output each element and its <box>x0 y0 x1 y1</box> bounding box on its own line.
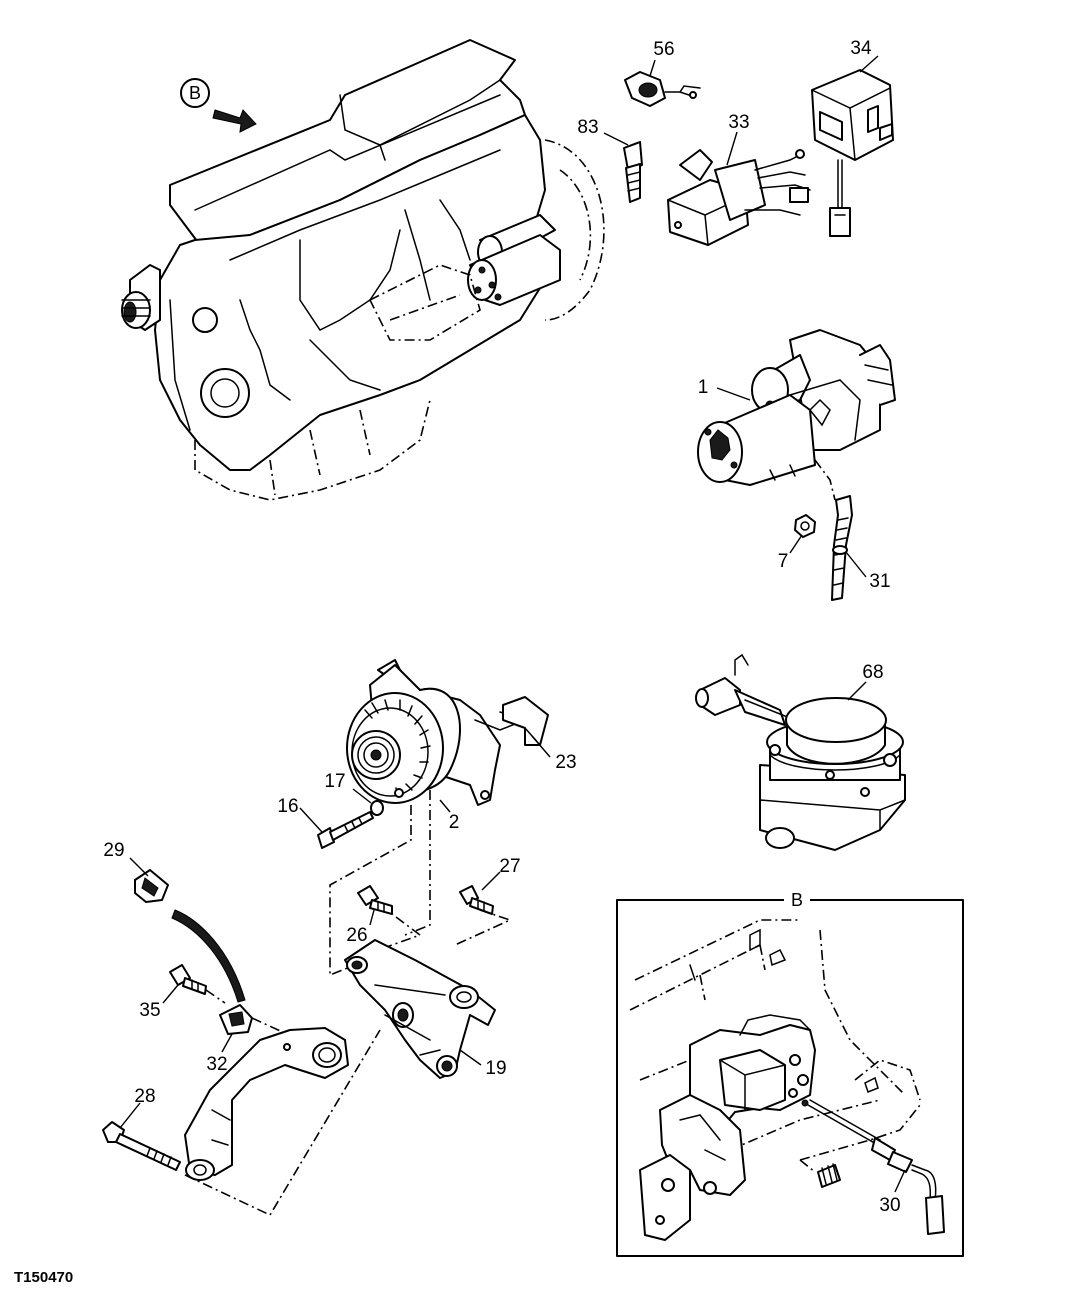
alternator-mount-line-2 <box>404 790 431 936</box>
alternator-mount-line <box>329 805 412 977</box>
callout-35: 35 <box>139 1000 160 1021</box>
assembly-direction-arrow <box>171 909 246 1003</box>
part-56-pressure-switch <box>624 59 701 107</box>
engine-assembly <box>121 39 605 501</box>
part-17-washer <box>352 788 384 816</box>
callout-56: 56 <box>653 39 674 60</box>
callout-2: 2 <box>449 812 460 833</box>
view-b-arrow <box>212 109 257 133</box>
callout-27: 27 <box>499 856 520 877</box>
view-b-marker: B <box>180 78 257 133</box>
callout-19: 19 <box>485 1058 506 1079</box>
detail-view-b-label: B <box>791 890 803 910</box>
callout-23: 23 <box>555 752 576 773</box>
part-29-clip <box>129 857 169 903</box>
part-26-bolt <box>357 885 393 926</box>
callout-17: 17 <box>324 771 345 792</box>
bracket-bolt-line <box>454 909 513 946</box>
part-23-clip <box>502 696 551 758</box>
part-83-temperature-sender <box>603 132 643 203</box>
part-19-mounting-bracket <box>344 939 496 1079</box>
engine-side-pulley <box>121 264 161 331</box>
exhaust-pipe <box>184 1027 349 1181</box>
callout-83: 83 <box>577 117 598 138</box>
part-2-alternator <box>346 659 528 813</box>
engine-starter-motor <box>467 214 561 306</box>
callout-34: 34 <box>850 38 872 59</box>
view-b-marker-label: B <box>189 83 201 103</box>
part-7-nut <box>789 514 816 554</box>
callout-16: 16 <box>277 796 298 817</box>
detail-view-b: B <box>616 890 964 1257</box>
callout-68: 68 <box>862 662 883 683</box>
part-33-starter-relay <box>667 131 811 246</box>
part-34-control-unit <box>811 55 894 237</box>
part-31-ground-strap <box>831 495 867 601</box>
callout-7: 7 <box>778 551 789 572</box>
part-28-bolt <box>102 1102 181 1171</box>
callout-32: 32 <box>206 1054 227 1075</box>
part-32-clip <box>219 1004 253 1053</box>
part-27-bolt <box>459 871 501 915</box>
callout-30: 30 <box>879 1195 900 1216</box>
strap-mount-line <box>814 459 836 501</box>
callout-31: 31 <box>869 571 890 592</box>
figure-id: T150470 <box>14 1269 73 1286</box>
part-16-bolt <box>299 807 374 849</box>
callout-29: 29 <box>103 840 124 861</box>
part-68-actuator <box>695 653 906 851</box>
callout-1: 1 <box>698 377 709 398</box>
bracket-bolt-line-2 <box>349 904 422 961</box>
callout-28: 28 <box>134 1086 155 1107</box>
clip-mount-line <box>205 989 226 1004</box>
callout-33: 33 <box>728 112 749 133</box>
part-35-bolt <box>162 964 207 1004</box>
callout-26: 26 <box>346 925 367 946</box>
part-1-starter-motor <box>697 329 896 486</box>
